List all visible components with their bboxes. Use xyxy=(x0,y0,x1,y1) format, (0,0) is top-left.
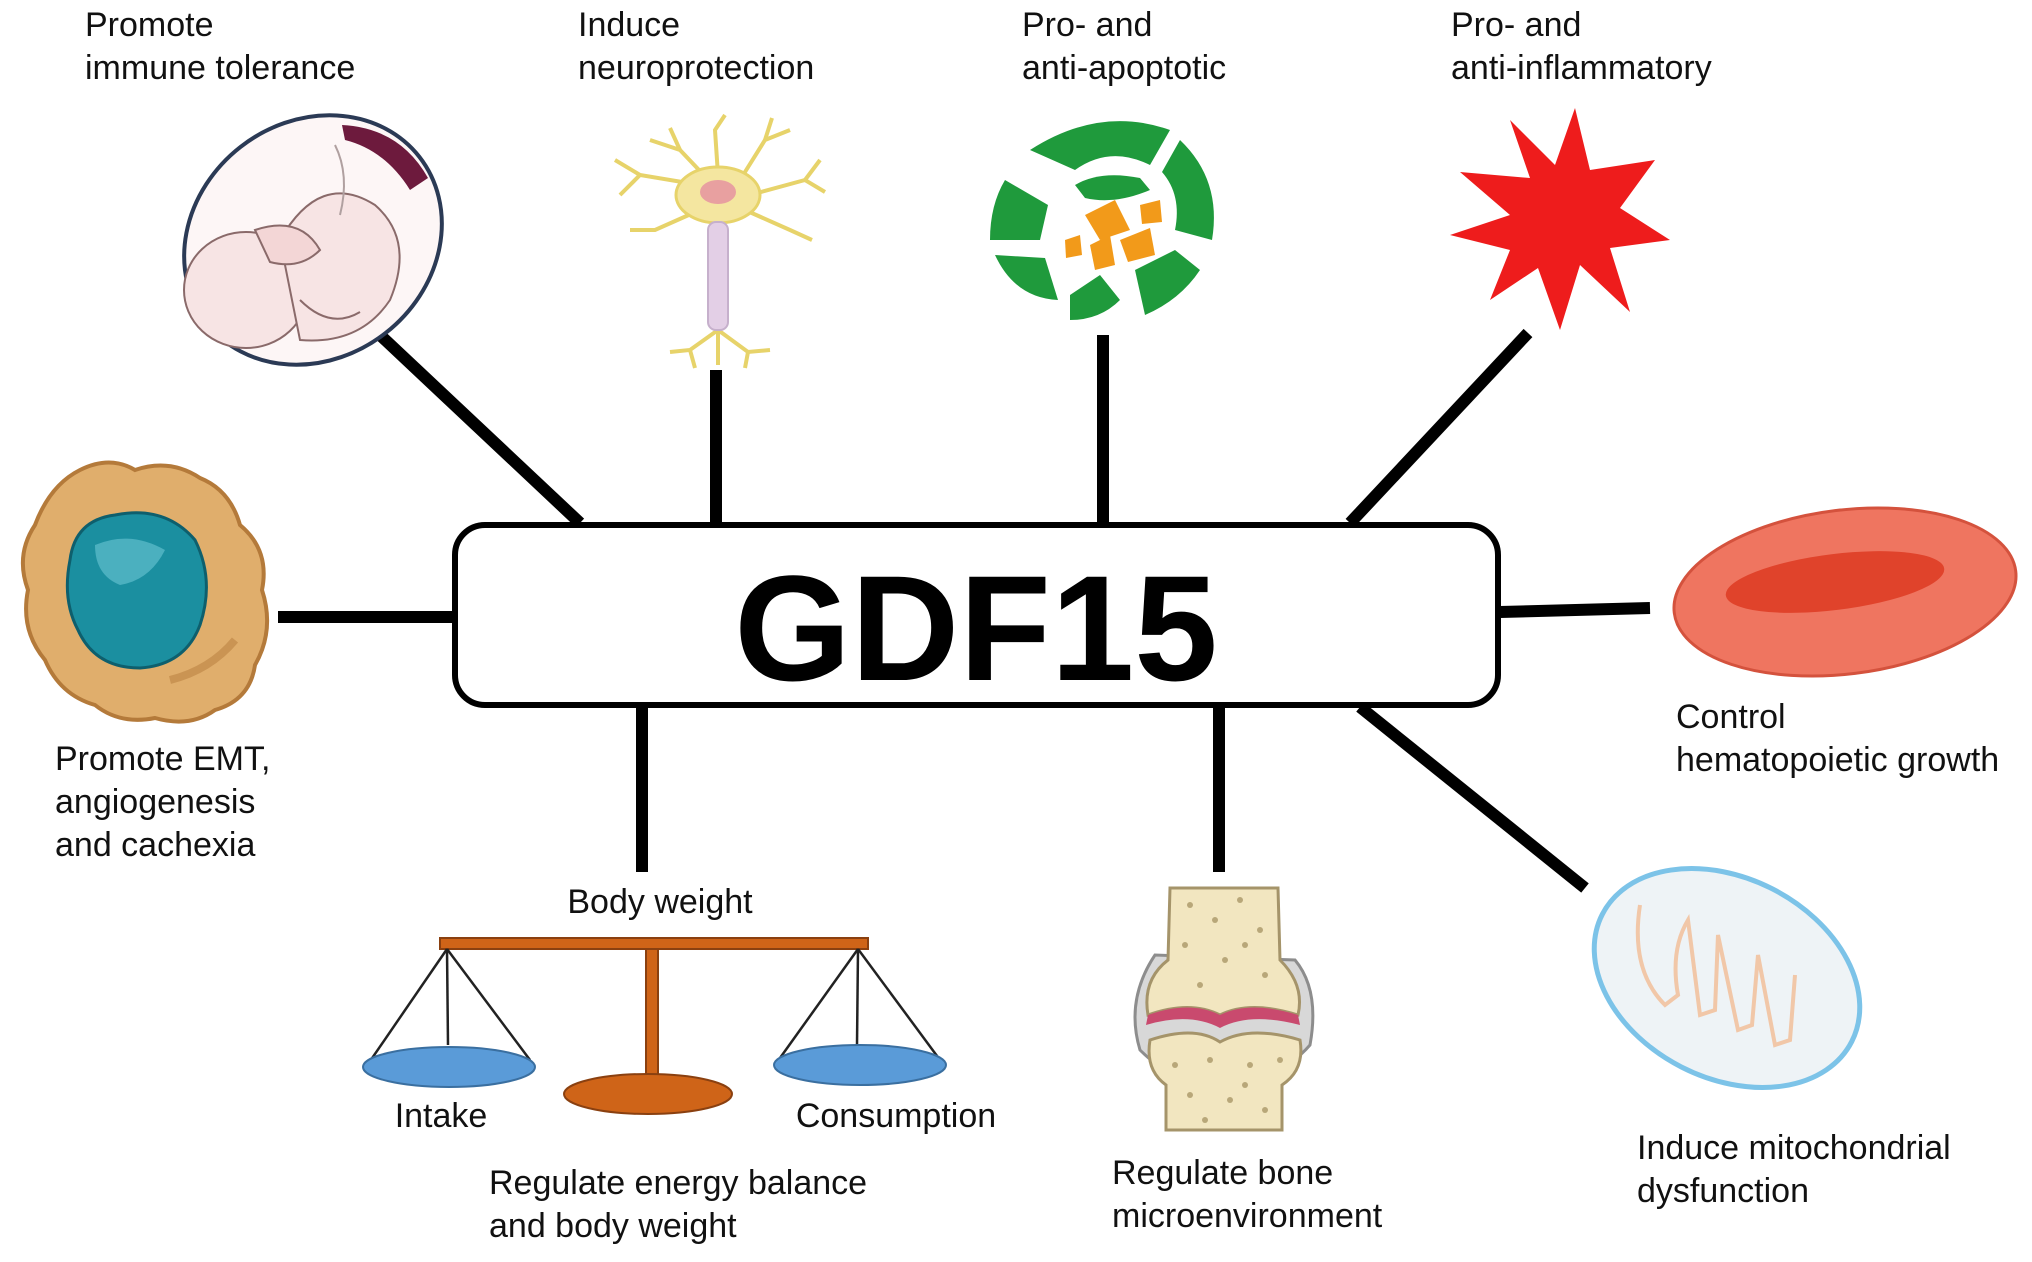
cancer-cell-icon xyxy=(20,460,270,724)
label-neuroprotection: Induce neuroprotection xyxy=(578,6,815,87)
center-title: GDF15 xyxy=(734,544,1217,712)
scale-left-label: Intake xyxy=(395,1097,488,1135)
label-inflammatory: Pro- and anti-inflammatory xyxy=(1451,6,1712,87)
label-mitochondrial: Induce mitochondrial dysfunction xyxy=(1637,1129,1951,1210)
mitochondrion-icon xyxy=(1591,866,1863,1090)
red-blood-cell-icon xyxy=(1672,506,2018,678)
apoptotic-cell-icon xyxy=(990,121,1214,320)
balance-scale-icon xyxy=(362,937,947,1115)
center-box: GDF15 xyxy=(452,522,1501,712)
label-energy-balance: Regulate energy balance and body weight xyxy=(489,1164,868,1245)
bone-joint-icon xyxy=(1133,886,1315,1132)
label-emt-angiogenesis: Promote EMT, angiogenesis and cachexia xyxy=(55,740,271,864)
label-hematopoietic: Control hematopoietic growth xyxy=(1676,698,2000,779)
inflammation-burst-icon xyxy=(1450,108,1670,330)
label-apoptotic: Pro- and anti-apoptotic xyxy=(1022,6,1227,87)
connectors xyxy=(278,328,1651,893)
label-immune-tolerance: Promote immune tolerance xyxy=(85,6,356,87)
connector-hematopoietic xyxy=(1499,602,1651,618)
neuron-icon xyxy=(613,113,827,369)
center-box-frame xyxy=(452,522,1501,708)
connector-immune xyxy=(375,330,585,528)
scale-right-label: Consumption xyxy=(796,1097,996,1135)
scale-top-label: Body weight xyxy=(567,883,753,921)
fetus-in-uterus-icon xyxy=(182,113,444,367)
connector-inflammatory xyxy=(1345,328,1533,528)
label-bone-microenvironment: Regulate bone microenvironment xyxy=(1112,1154,1383,1235)
connector-mito xyxy=(1356,702,1589,893)
